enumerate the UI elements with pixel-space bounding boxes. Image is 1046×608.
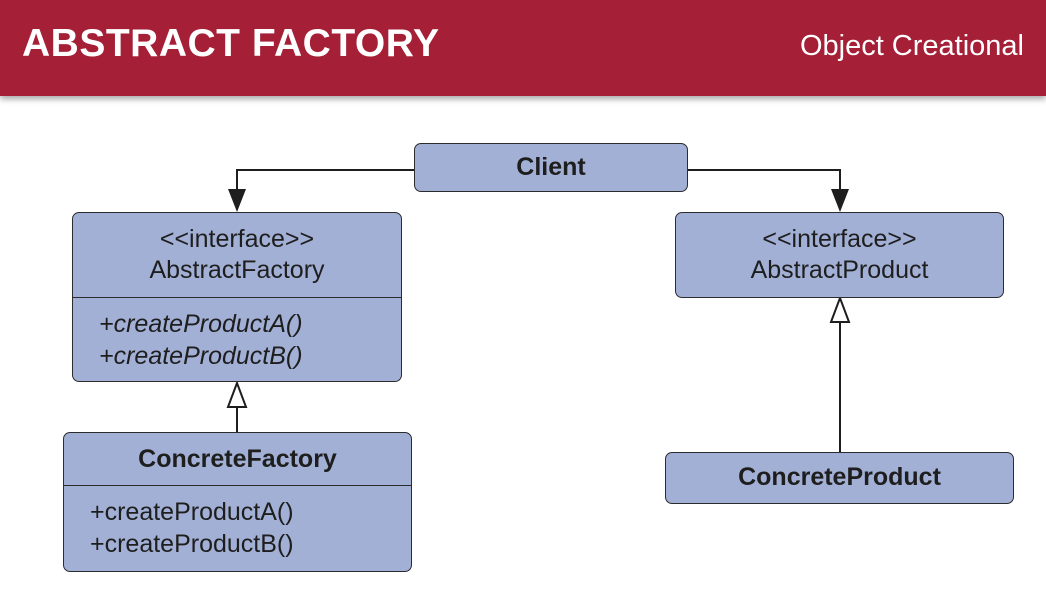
header-banner: ABSTRACT FACTORY Object Creational: [0, 0, 1046, 96]
pattern-category: Object Creational: [799, 30, 1024, 62]
concretefactory-class-box: ConcreteFactory +createProductA() +creat…: [63, 432, 412, 572]
abstractfactory-interface-box: <<interface>> AbstractFactory +createPro…: [72, 212, 402, 382]
concretefactory-operation-b: +createProductB(): [90, 530, 294, 558]
concretefactory-name: ConcreteFactory: [138, 444, 337, 473]
abstractfactory-name: AbstractFactory: [149, 256, 325, 284]
concretefactory-realization-arrowhead: [226, 380, 248, 408]
concretefactory-operations: +createProductA() +createProductB(): [64, 485, 411, 560]
abstractproduct-stereotype: <<interface>>: [762, 224, 917, 253]
concreteproduct-class-box: ConcreteProduct: [665, 452, 1014, 504]
client-class-name: Client: [516, 152, 586, 181]
abstractfactory-stereotype: <<interface>>: [159, 225, 315, 253]
abstractfactory-operation-b: +createProductB(): [99, 342, 303, 370]
abstractfactory-header: <<interface>> AbstractFactory: [73, 213, 401, 297]
client-to-abstractproduct-line: [686, 169, 841, 190]
concreteproduct-realization-arrowhead: [829, 295, 851, 323]
pattern-title: ABSTRACT FACTORY: [22, 22, 440, 65]
client-to-abstractfactory-arrowhead: [228, 189, 246, 212]
client-class-box: Client: [414, 143, 688, 192]
abstractproduct-header: <<interface>> AbstractProduct: [676, 213, 1003, 296]
concreteproduct-name: ConcreteProduct: [738, 463, 941, 491]
client-to-abstractproduct-arrowhead: [831, 189, 849, 212]
abstractproduct-name: AbstractProduct: [750, 255, 929, 284]
client-to-abstractfactory-line: [236, 169, 416, 190]
abstractfactory-operations: +createProductA() +createProductB(): [73, 297, 401, 372]
abstractproduct-interface-box: <<interface>> AbstractProduct: [675, 212, 1004, 298]
concretefactory-operation-a: +createProductA(): [90, 498, 294, 526]
abstractfactory-operation-a: +createProductA(): [99, 310, 303, 338]
